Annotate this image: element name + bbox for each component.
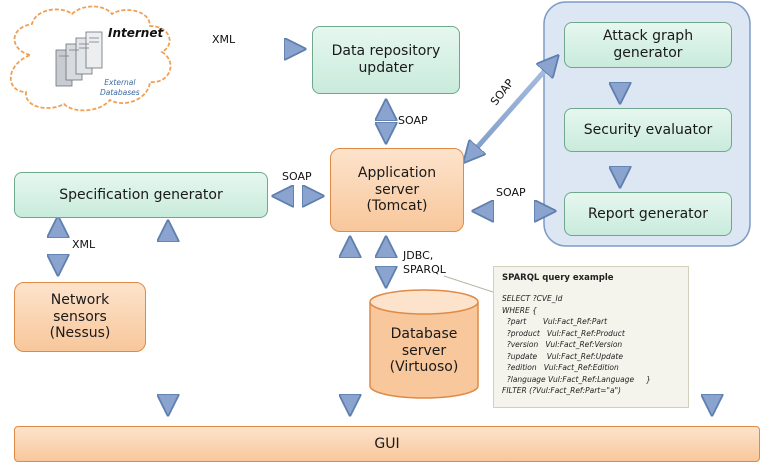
- data-repository-updater[interactable]: Data repository updater: [312, 26, 460, 94]
- attack-graph-generator[interactable]: Attack graph generator: [564, 22, 732, 68]
- xml-internet-label: XML: [212, 33, 236, 46]
- server-rack-icon: [55, 31, 103, 87]
- arrow-app-attack: [466, 58, 556, 160]
- soap-spec-label: SOAP: [282, 170, 312, 183]
- application-server[interactable]: Application server (Tomcat): [330, 148, 464, 232]
- sparql-title: SPARQL query example: [502, 273, 614, 283]
- external-databases-label: External Databases: [100, 78, 140, 97]
- gui-bar[interactable]: GUI: [14, 426, 760, 462]
- sparql-code: SELECT ?CVE_Id WHERE { ?part Vul:Fact_Re…: [502, 294, 651, 395]
- security-evaluator[interactable]: Security evaluator: [564, 108, 732, 152]
- database-cylinder: [369, 289, 479, 399]
- specification-generator[interactable]: Specification generator: [14, 172, 268, 218]
- jdbc-sparql-label: JDBC, SPARQL: [403, 249, 446, 276]
- callout-line: [443, 275, 494, 293]
- soap-report-label: SOAP: [496, 186, 526, 199]
- database-server[interactable]: Database server (Virtuoso): [389, 325, 459, 376]
- report-generator[interactable]: Report generator: [564, 192, 732, 236]
- network-sensors[interactable]: Network sensors (Nessus): [14, 282, 146, 352]
- sparql-query-note: SPARQL query example SELECT ?CVE_Id WHER…: [493, 266, 689, 408]
- xml-spec-label: XML: [72, 238, 96, 251]
- soap-repo-label: SOAP: [398, 114, 428, 127]
- internet-label: Internet: [108, 26, 164, 40]
